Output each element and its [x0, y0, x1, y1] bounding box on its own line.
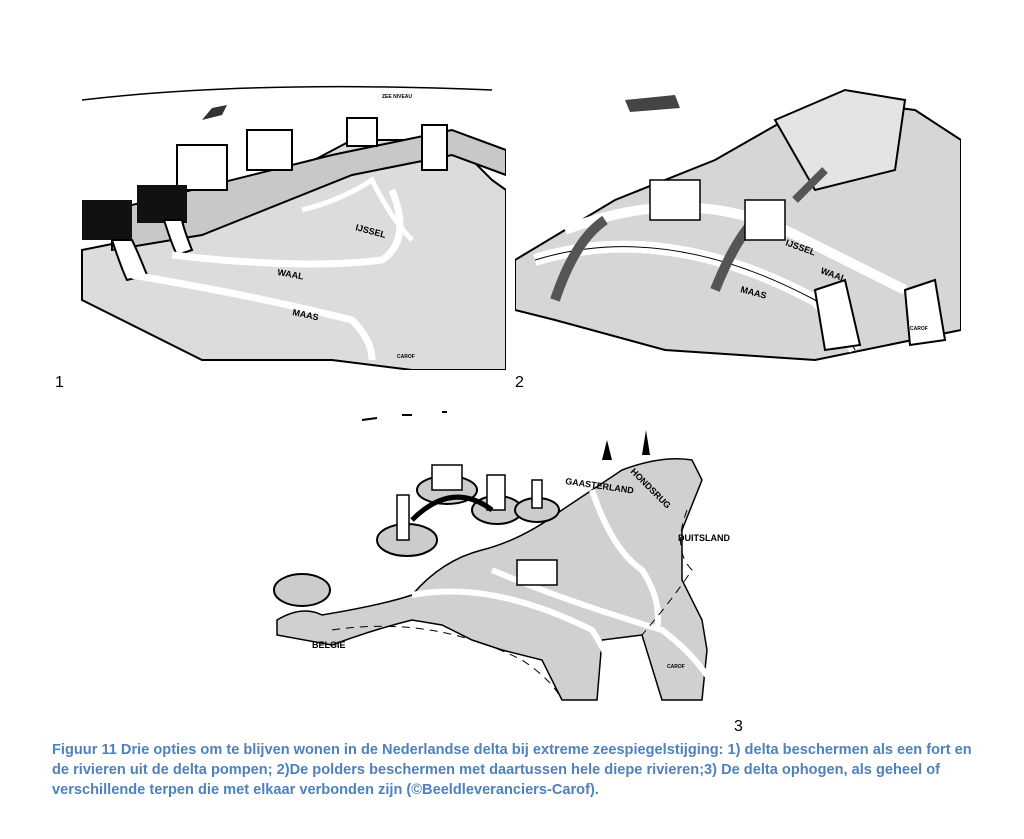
fort-delta-drawing: IJSSEL WAAL MAAS ZEE NIVEAU CAROF: [81, 85, 506, 370]
label-waal: WAAL: [277, 267, 305, 282]
label-duitsland: DUITSLAND: [678, 533, 730, 543]
figure-number-2: 2: [515, 374, 524, 391]
signature: CAROF: [667, 664, 685, 670]
raised-delta-map: BELGIE DUITSLAND GAASTERLAND HONDSRUG CA…: [273, 411, 730, 702]
illustration-fort-delta: IJSSEL WAAL MAAS ZEE NIVEAU CAROF: [52, 60, 506, 370]
figure-caption: Figuur 11 Drie opties om te blijven wone…: [52, 742, 972, 798]
label-sea-level: ZEE NIVEAU: [382, 94, 412, 100]
figure-number-3: 3: [734, 718, 743, 735]
illustration-deep-rivers: IJSSEL WAAL MAAS CAROF: [515, 60, 961, 370]
signature: CAROF: [397, 354, 415, 360]
figure-number-1: 1: [55, 374, 64, 391]
deep-rivers-drawing: IJSSEL WAAL MAAS CAROF: [515, 88, 961, 362]
illustration-raised-delta: BELGIE DUITSLAND GAASTERLAND HONDSRUG CA…: [262, 400, 756, 716]
label-belgie: BELGIE: [312, 640, 346, 650]
signature: CAROF: [910, 326, 928, 332]
